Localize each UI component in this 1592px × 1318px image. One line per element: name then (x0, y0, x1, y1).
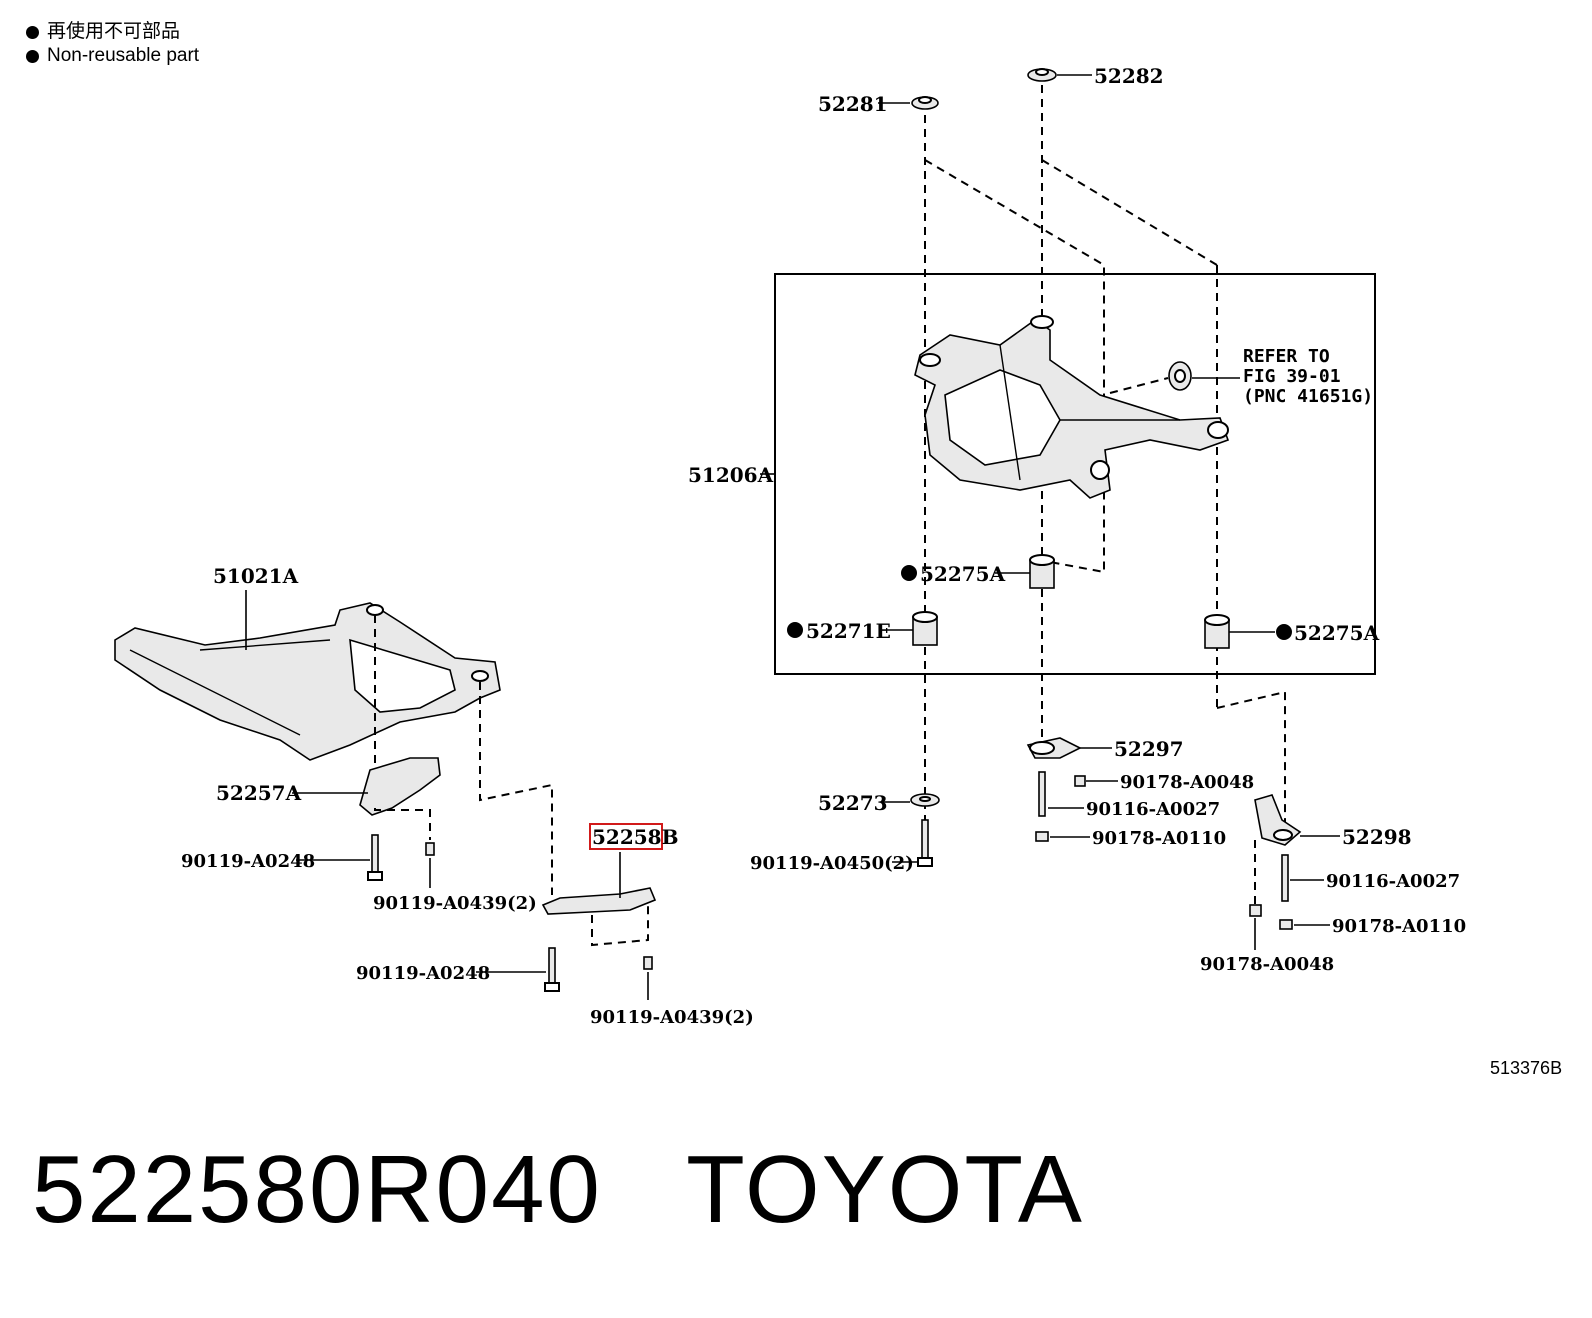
bushing-refer-shape (1168, 361, 1192, 391)
footer-brand: TOYOTA (686, 1136, 1084, 1243)
refer-line-2: FIG 39-01 (1243, 366, 1341, 387)
nut-90178-A0110-shape (1035, 831, 1049, 842)
non-reusable-dot-icon (787, 622, 803, 638)
stopper-52281-shape (911, 96, 939, 110)
bolt-90119-A0248-a-shape (367, 834, 383, 881)
label-90178-A0048-a: 90178-A0048 (1120, 772, 1254, 793)
label-51021A: 51021A (213, 564, 299, 588)
figure-reference-code: 513376B (1490, 1058, 1563, 1078)
label-52271E: 52271E (806, 619, 891, 643)
footer-caption: 522580R040 TOYOTA (32, 1135, 1084, 1245)
label-52275A-mid: 52275A (920, 562, 1006, 586)
front-subframe-51021A-shape (114, 602, 501, 761)
nut-90178-A0048-shape (1074, 775, 1086, 787)
label-90119-A0439-b: 90119-A0439(2) (590, 1007, 754, 1028)
label-90178-A0110-a: 90178-A0110 (1092, 828, 1226, 849)
label-90119-A0439-a: 90119-A0439(2) (373, 893, 537, 914)
legend: 再使用不可部品 Non-reusable part (26, 20, 199, 68)
washer-52273-shape (910, 793, 940, 807)
bullet-icon (26, 25, 39, 39)
stopper-52282-shape (1027, 68, 1057, 82)
cushion-52271E-shape (912, 611, 938, 646)
highlight-box (589, 823, 663, 850)
label-52257A: 52257A (216, 781, 302, 805)
label-90119-A0248-b: 90119-A0248 (356, 963, 490, 984)
label-52297: 52297 (1114, 737, 1184, 761)
label-52298: 52298 (1342, 825, 1412, 849)
label-52275A-right: 52275A (1294, 621, 1380, 645)
label-90116-A0027-a: 90116-A0027 (1086, 799, 1220, 820)
bolt-90119-A0450-shape (917, 819, 933, 867)
bolt-90119-A0248-b-shape (544, 947, 560, 992)
bolt-90119-A0439-a-shape (425, 842, 435, 856)
stud-90116-A0027-shape (1038, 771, 1046, 817)
bracket-52258B-shape (541, 887, 657, 915)
legend-row-english: Non-reusable part (26, 44, 199, 68)
label-90178-A0110-b: 90178-A0110 (1332, 916, 1466, 937)
label-51206A: 51206A (688, 463, 774, 487)
cushion-52275A-right-shape (1204, 614, 1230, 649)
bracket-52298-shape (1254, 794, 1302, 846)
label-90119-A0248-a: 90119-A0248 (181, 851, 315, 872)
bracket-52257A-shape (359, 757, 441, 816)
refer-line-3: (PNC 41651G) (1243, 386, 1373, 407)
legend-english-text: Non-reusable part (47, 45, 200, 66)
non-reusable-dot-icon (1276, 624, 1292, 640)
label-52281: 52281 (818, 92, 888, 116)
cushion-52275A-mid-shape (1029, 554, 1055, 589)
rear-subframe-51206A-shape (914, 315, 1230, 499)
stud-90116-A0027-b-shape (1281, 854, 1289, 902)
label-52273: 52273 (818, 791, 888, 815)
label-90178-A0048-b: 90178-A0048 (1200, 954, 1334, 975)
bolt-90119-A0439-b-shape (643, 956, 653, 970)
label-90116-A0027-b: 90116-A0027 (1326, 871, 1460, 892)
legend-chinese-text: 再使用不可部品 (47, 21, 181, 42)
refer-line-1: REFER TO (1243, 346, 1330, 367)
non-reusable-dot-icon (901, 565, 917, 581)
label-90119-A0450: 90119-A0450(2) (750, 853, 914, 874)
label-52282: 52282 (1094, 64, 1164, 88)
nut-90178-A0110-b-shape (1279, 919, 1293, 930)
label-52258B: 52258B (592, 825, 678, 849)
footer-part-number: 522580R040 (32, 1136, 602, 1243)
legend-row-chinese: 再使用不可部品 (26, 20, 199, 44)
bracket-52297-shape (1026, 737, 1082, 759)
bullet-icon (26, 49, 39, 63)
nut-90178-A0048-b-shape (1249, 904, 1262, 917)
